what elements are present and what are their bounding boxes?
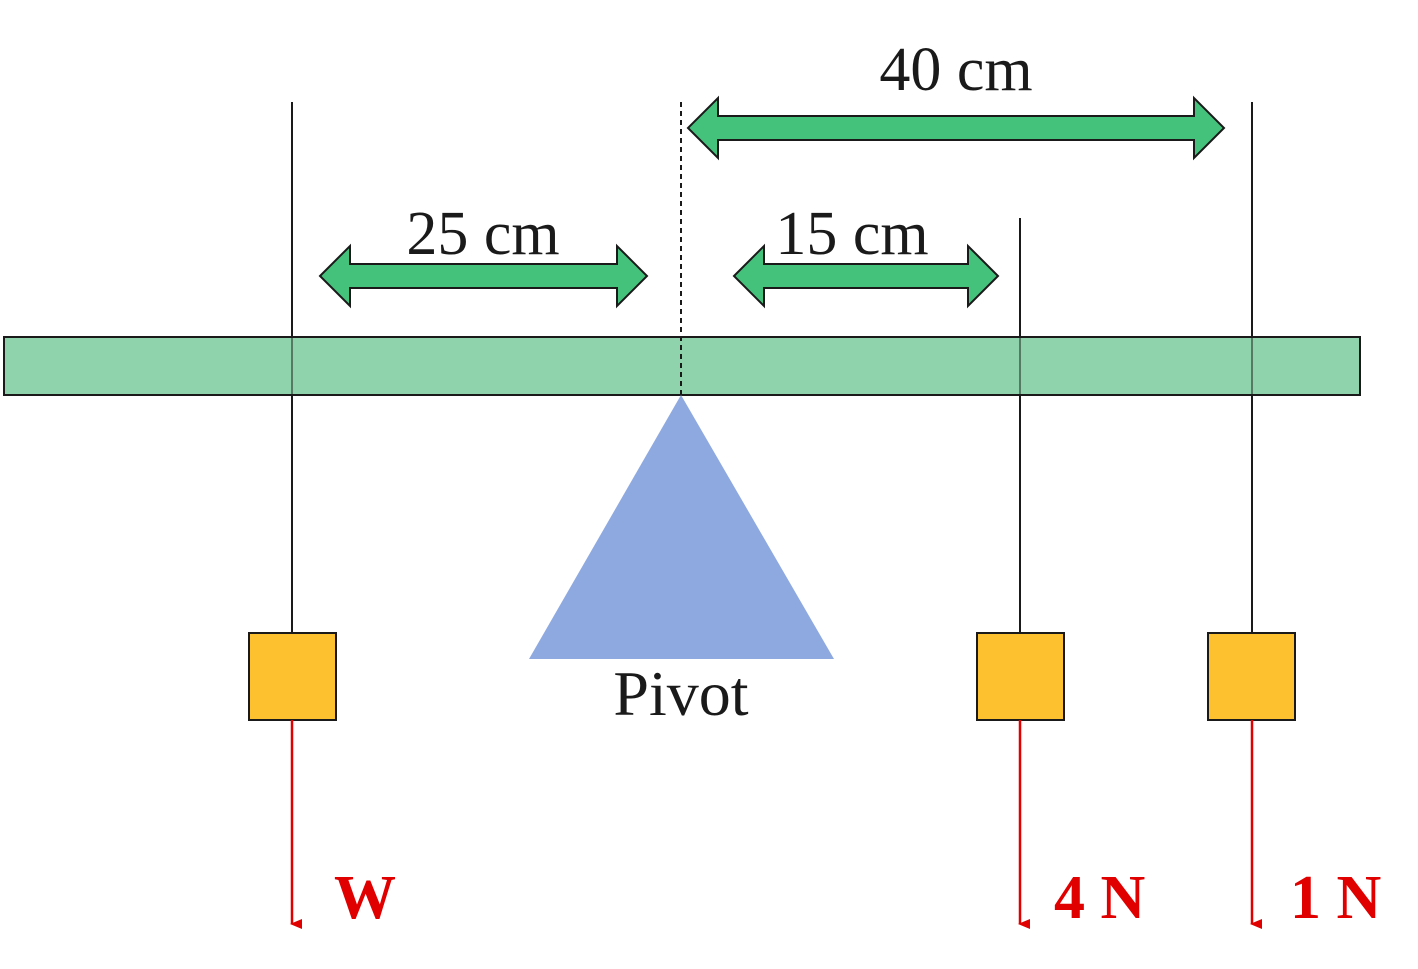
left-force-label: W: [334, 864, 396, 932]
right-far-force-label: 1 N: [1290, 864, 1381, 932]
right-far-distance-label: 40 cm: [879, 36, 1032, 104]
pivot-triangle: [529, 395, 834, 659]
right-near-mass: [976, 632, 1065, 721]
pivot-label: Pivot: [613, 658, 748, 729]
right-far-distance-arrow: [686, 95, 1226, 161]
right-near-distance-label: 15 cm: [775, 200, 928, 268]
right-near-distance-arrow: [732, 243, 1000, 309]
left-distance-arrow: [318, 243, 649, 309]
left-mass: [248, 632, 337, 721]
right-far-mass: [1207, 632, 1296, 721]
right-near-force-label: 4 N: [1054, 864, 1145, 932]
left-distance-label: 25 cm: [406, 200, 559, 268]
